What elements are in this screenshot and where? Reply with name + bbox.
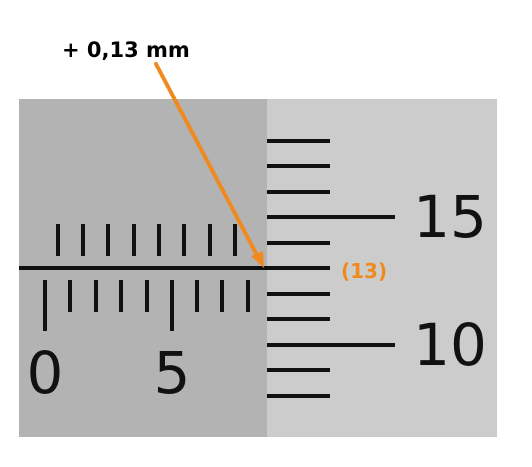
sleeve-upper-ticks (56, 224, 237, 256)
measurement-label: + 0,13 mm (62, 38, 190, 62)
sleeve-lower-ticks (43, 280, 250, 331)
thimble-ticks (267, 139, 395, 398)
thimble-reading-label: (13) (341, 259, 387, 283)
thimble-label-15: 15 (413, 183, 487, 251)
annotation-arrow-head (251, 251, 264, 268)
thimble-label-10: 10 (413, 311, 487, 379)
sleeve-label-5: 5 (154, 339, 191, 407)
sleeve-label-0: 0 (27, 339, 64, 407)
annotation-arrow-shaft (154, 62, 261, 261)
